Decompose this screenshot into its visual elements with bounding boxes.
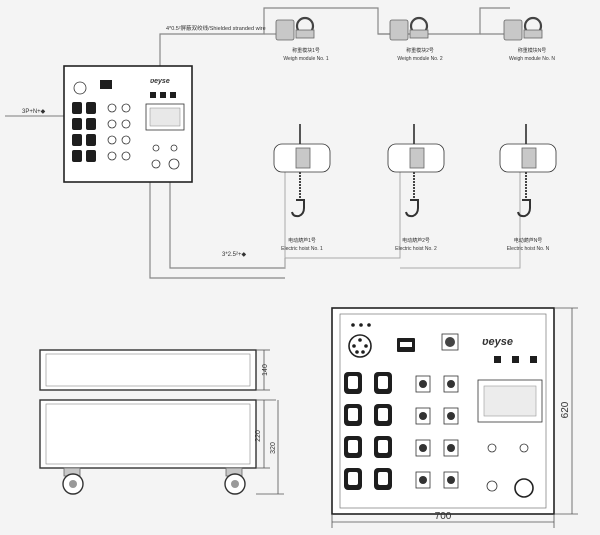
weigh-module-n: 称重模块N号 Weigh module No. N (503, 16, 555, 62)
weigh-module-n-cn: 称重模块N号 (518, 47, 547, 54)
front-button-1 (494, 356, 501, 363)
front-top-row: ʋeyse (348, 323, 513, 358)
small-rotary-grid (107, 103, 131, 161)
small-switch (100, 80, 112, 89)
front-indicator-2 (519, 443, 529, 453)
weigh-module-1-en: Weigh module No. 1 (283, 56, 328, 62)
small-button-2 (160, 92, 166, 98)
small-brand: ʋeyse (150, 78, 170, 85)
front-view: ʋeyse (331, 307, 578, 528)
side-body (39, 399, 257, 469)
body-height-label: 220 (255, 430, 262, 442)
hoist-2-en: Electric hoist No. 2 (395, 246, 437, 252)
front-selector-knob (486, 480, 498, 492)
electric-hoist-n: 电动葫芦N号 Electric hoist No. N (499, 124, 557, 252)
hoist-n-cn: 电动葫芦N号 (514, 237, 543, 244)
hoist-1-cn: 电动葫芦1号 (288, 237, 316, 244)
side-lid-inner (45, 353, 251, 387)
front-width-label: 700 (435, 511, 452, 522)
hoist-cable-c (285, 170, 401, 259)
front-button-2 (512, 356, 519, 363)
hoist-cable-d (400, 170, 521, 269)
small-knob (151, 159, 161, 169)
hoist-1-en: Electric hoist No. 1 (281, 246, 323, 252)
front-button-3 (530, 356, 537, 363)
front-brand: ʋeyse (482, 336, 513, 348)
weigh-module-1: 称重模块1号 Weigh module No. 1 (275, 16, 329, 62)
side-dimensions: 140 220 320 (255, 349, 284, 495)
side-view: 140 220 320 (39, 349, 284, 495)
signal-wire-label: 4*0.5²屏蔽双绞线/Shielded stranded wire (166, 24, 266, 32)
front-indicator-1 (487, 443, 497, 453)
electric-hoist-2: 电动葫芦2号 Electric hoist No. 2 (387, 124, 445, 252)
right-caster (224, 467, 246, 495)
total-height-label: 320 (270, 442, 277, 454)
hoist-2-cn: 电动葫芦2号 (402, 237, 430, 244)
front-power-socket (348, 334, 372, 358)
power-cable-label: 3*2.5²+◆ (222, 252, 247, 258)
connection-diagram: 3P+N+◆ 4*0.5²屏蔽双绞线/Shielded stranded wir… (5, 7, 557, 279)
front-rotary-grid (415, 375, 459, 489)
front-estop-button (514, 478, 534, 498)
side-lid (39, 349, 257, 391)
small-button-3 (170, 92, 176, 98)
small-indicator-1 (152, 144, 160, 152)
left-caster (62, 467, 84, 495)
front-panel-inner (339, 313, 547, 509)
front-dimensions: 700 620 (331, 307, 578, 528)
signal-bus-line (159, 7, 510, 66)
front-main-switch-window (400, 342, 412, 347)
weigh-module-2-cn: 称重模块2号 (406, 47, 434, 54)
small-display-screen (149, 107, 181, 127)
small-button-1 (150, 92, 156, 98)
front-socket-grid (344, 372, 392, 490)
power-input-label: 3P+N+◆ (22, 109, 46, 115)
small-socket-grid (72, 102, 96, 162)
weigh-module-2-en: Weigh module No. 2 (397, 56, 442, 62)
lid-height-label: 140 (262, 364, 269, 376)
hoist-n-en: Electric hoist No. N (507, 246, 550, 252)
weigh-module-2: 称重模块2号 Weigh module No. 2 (389, 16, 443, 62)
hoist-cable-a (149, 182, 285, 279)
small-estop (168, 158, 180, 170)
front-display-screen (483, 385, 537, 417)
small-power-socket (73, 81, 87, 95)
front-key-switch (445, 337, 455, 347)
weigh-module-1-cn: 称重模块1号 (292, 47, 320, 54)
small-control-box: ʋeyse (63, 65, 193, 183)
weigh-module-n-en: Weigh module No. N (509, 56, 555, 62)
electric-hoist-1: 电动葫芦1号 Electric hoist No. 1 (273, 124, 331, 252)
side-body-inner (45, 403, 251, 465)
small-indicator-2 (170, 144, 178, 152)
front-height-label: 620 (560, 401, 571, 418)
